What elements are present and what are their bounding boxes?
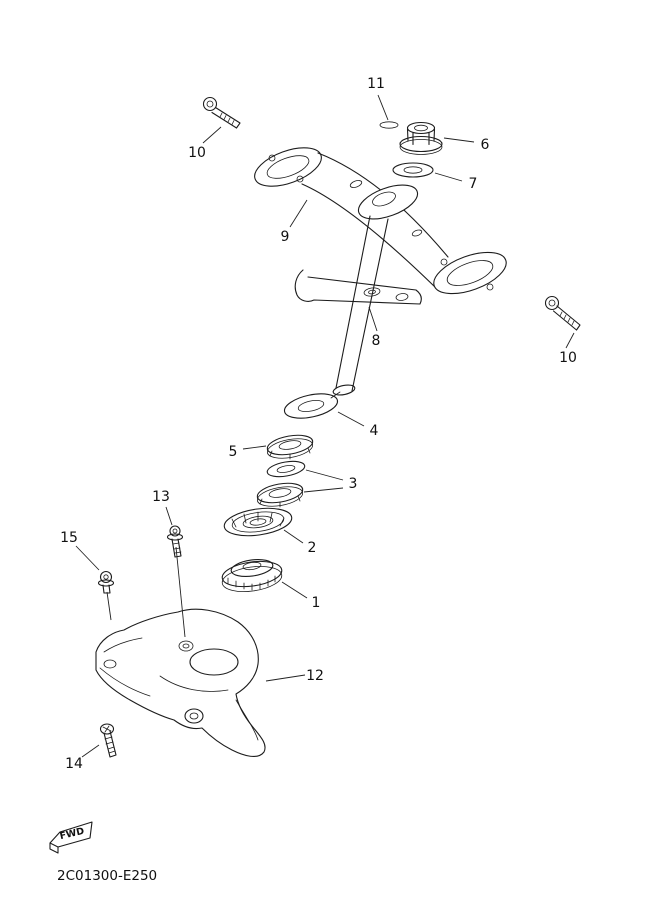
leader-line-6 xyxy=(443,137,475,143)
part-label-5: 5 xyxy=(229,444,238,460)
upper-bracket-9 xyxy=(254,147,507,396)
diagram-code: 2C01300-E250 xyxy=(57,868,157,884)
leader-line-7 xyxy=(434,172,463,182)
cover-12 xyxy=(95,608,266,758)
part-label-15: 15 xyxy=(60,530,78,546)
leader-line-11 xyxy=(377,94,389,121)
part-label-7: 7 xyxy=(469,176,478,192)
bracket-8 xyxy=(294,269,422,305)
leader-line-13 xyxy=(175,546,186,638)
part-label-12: 12 xyxy=(306,668,324,684)
part-label-10: 10 xyxy=(188,145,206,161)
part-label-13: 13 xyxy=(152,489,170,505)
callout-labels: 11 10 6 7 9 8 10 4 5 3 2 13 15 1 12 14 xyxy=(60,76,577,772)
part-label-8: 8 xyxy=(372,333,381,349)
leader-line-4 xyxy=(337,411,365,427)
screw-15 xyxy=(97,570,115,594)
lock-washer-4 xyxy=(283,391,341,419)
leader-line-10 xyxy=(202,126,222,144)
leader-line-10 xyxy=(565,332,575,349)
leader-line-3 xyxy=(305,469,344,481)
leader-line-13 xyxy=(165,506,173,526)
washer-7 xyxy=(392,162,434,178)
part-label-6: 6 xyxy=(481,137,490,153)
bolt-13 xyxy=(166,525,184,558)
part-label-4: 4 xyxy=(370,423,379,439)
bolt-10-right xyxy=(544,295,581,331)
bearing-2 xyxy=(223,507,293,537)
leader-line-15 xyxy=(75,545,100,571)
fwd-marker: FWD xyxy=(49,821,93,854)
part-label-9: 9 xyxy=(281,229,290,245)
leader-line-12 xyxy=(265,674,306,682)
part-label-11: 11 xyxy=(367,76,385,92)
leader-line-2 xyxy=(283,529,304,544)
bolt-10-left xyxy=(202,96,241,129)
ring-nut-3 xyxy=(256,460,306,508)
leader-line-9 xyxy=(289,199,308,228)
bearing-cover-1 xyxy=(221,559,283,592)
ring-nut-5 xyxy=(266,434,314,460)
part-label-14: 14 xyxy=(65,756,83,772)
part-label-3: 3 xyxy=(349,476,358,492)
leader-line-8 xyxy=(368,306,378,332)
washer-11 xyxy=(379,121,399,129)
leader-line-5 xyxy=(242,445,267,450)
screw-14 xyxy=(99,723,117,758)
leader-line-3 xyxy=(303,487,344,493)
part-label-2: 2 xyxy=(308,540,317,556)
part-label-1: 1 xyxy=(312,595,321,611)
nut-6 xyxy=(399,121,443,155)
leader-line-1 xyxy=(281,581,308,599)
fwd-label: FWD xyxy=(59,826,86,842)
leader-line-15 xyxy=(106,591,112,621)
leader-line-14 xyxy=(81,744,100,758)
part-label-10: 10 xyxy=(559,350,577,366)
